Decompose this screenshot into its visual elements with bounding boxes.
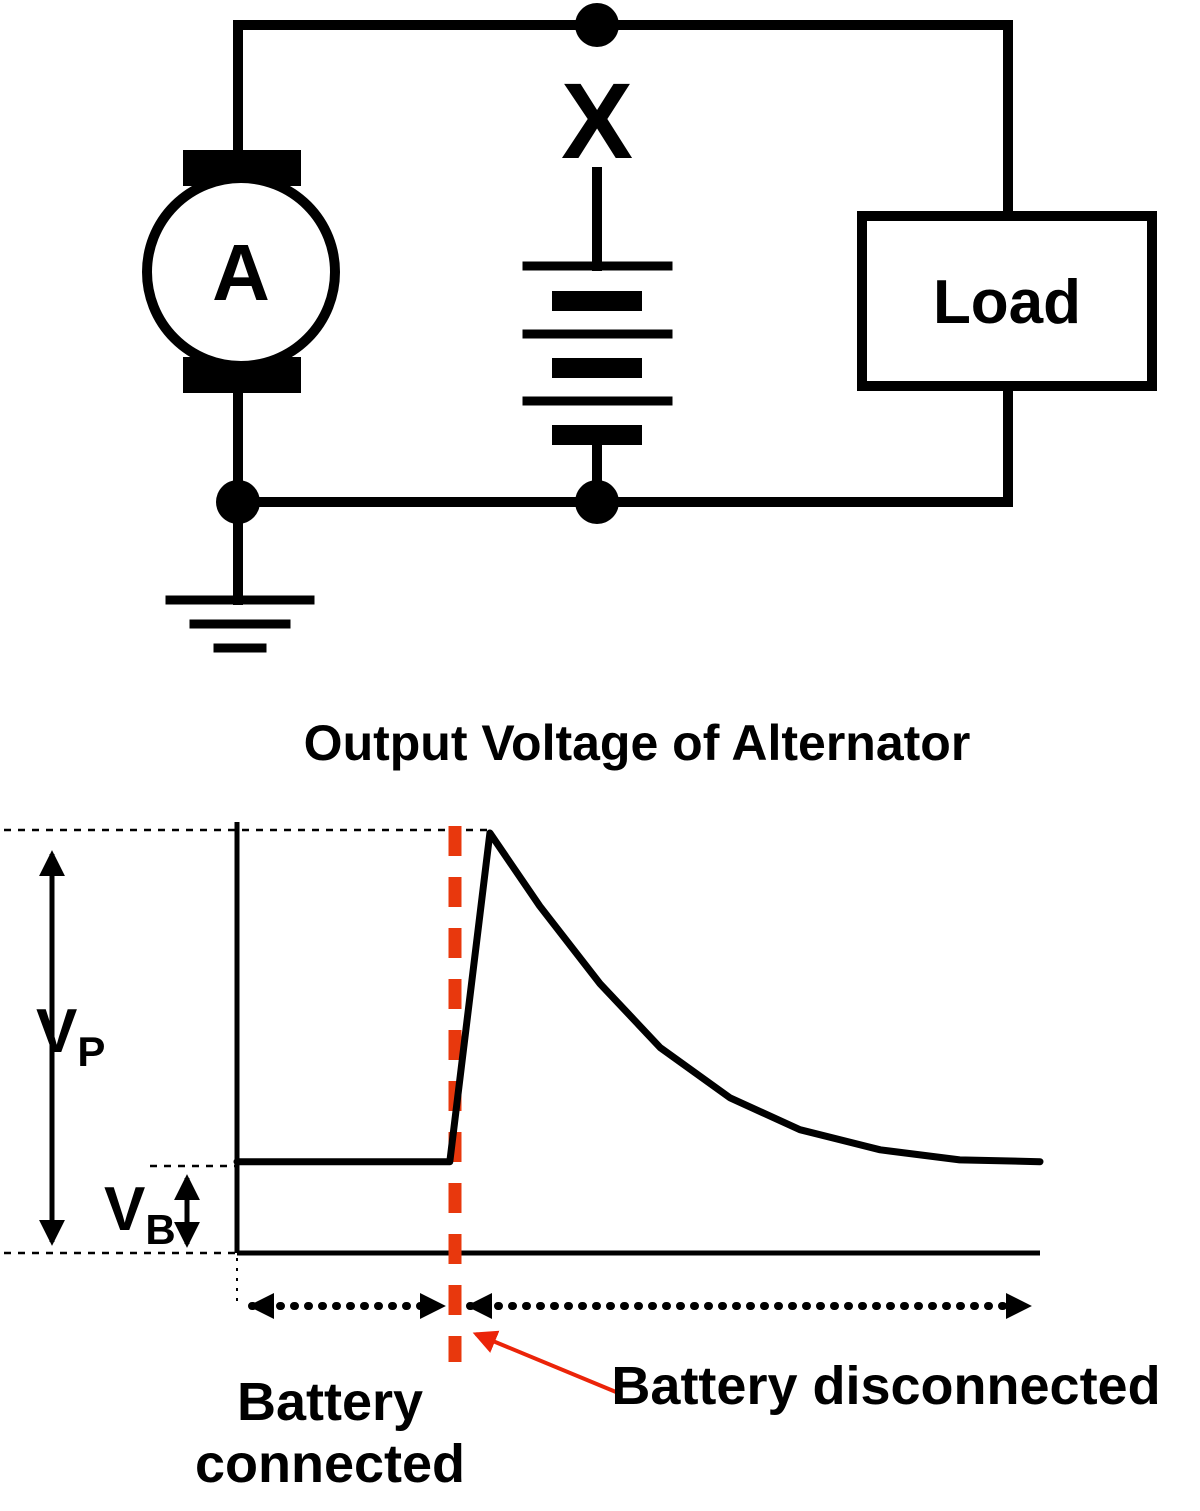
junction-dot-top — [575, 3, 619, 47]
load-box — [857, 211, 1157, 391]
vb-label: VB — [104, 1175, 176, 1253]
battery-connected-label-line1: Battery — [237, 1372, 423, 1432]
vp-label: VP — [36, 997, 105, 1075]
voltage-curve — [233, 829, 1044, 1166]
circuit-diagram: A X Load — [142, 3, 1157, 653]
break-x-mark: X — [561, 60, 633, 181]
battery-disconnected-label: Battery disconnected — [611, 1356, 1160, 1416]
battery-symbol — [522, 261, 673, 445]
load-symbol: Load — [857, 211, 1157, 391]
disconnect-annotation-arrow — [472, 1330, 617, 1394]
junction-dot-bottom-left — [216, 480, 260, 524]
load-label: Load — [933, 268, 1081, 337]
junction-dot-bottom-middle — [575, 480, 619, 524]
ammeter-symbol: A — [142, 150, 340, 393]
battery-connected-label-line2: connected — [195, 1434, 465, 1494]
voltage-graph: Output Voltage of Alternator VP VB Batte… — [4, 715, 1161, 1494]
ammeter-body — [142, 173, 340, 371]
ground-symbol — [165, 595, 315, 653]
graph-title: Output Voltage of Alternator — [304, 715, 971, 771]
ammeter-label: A — [212, 228, 270, 317]
